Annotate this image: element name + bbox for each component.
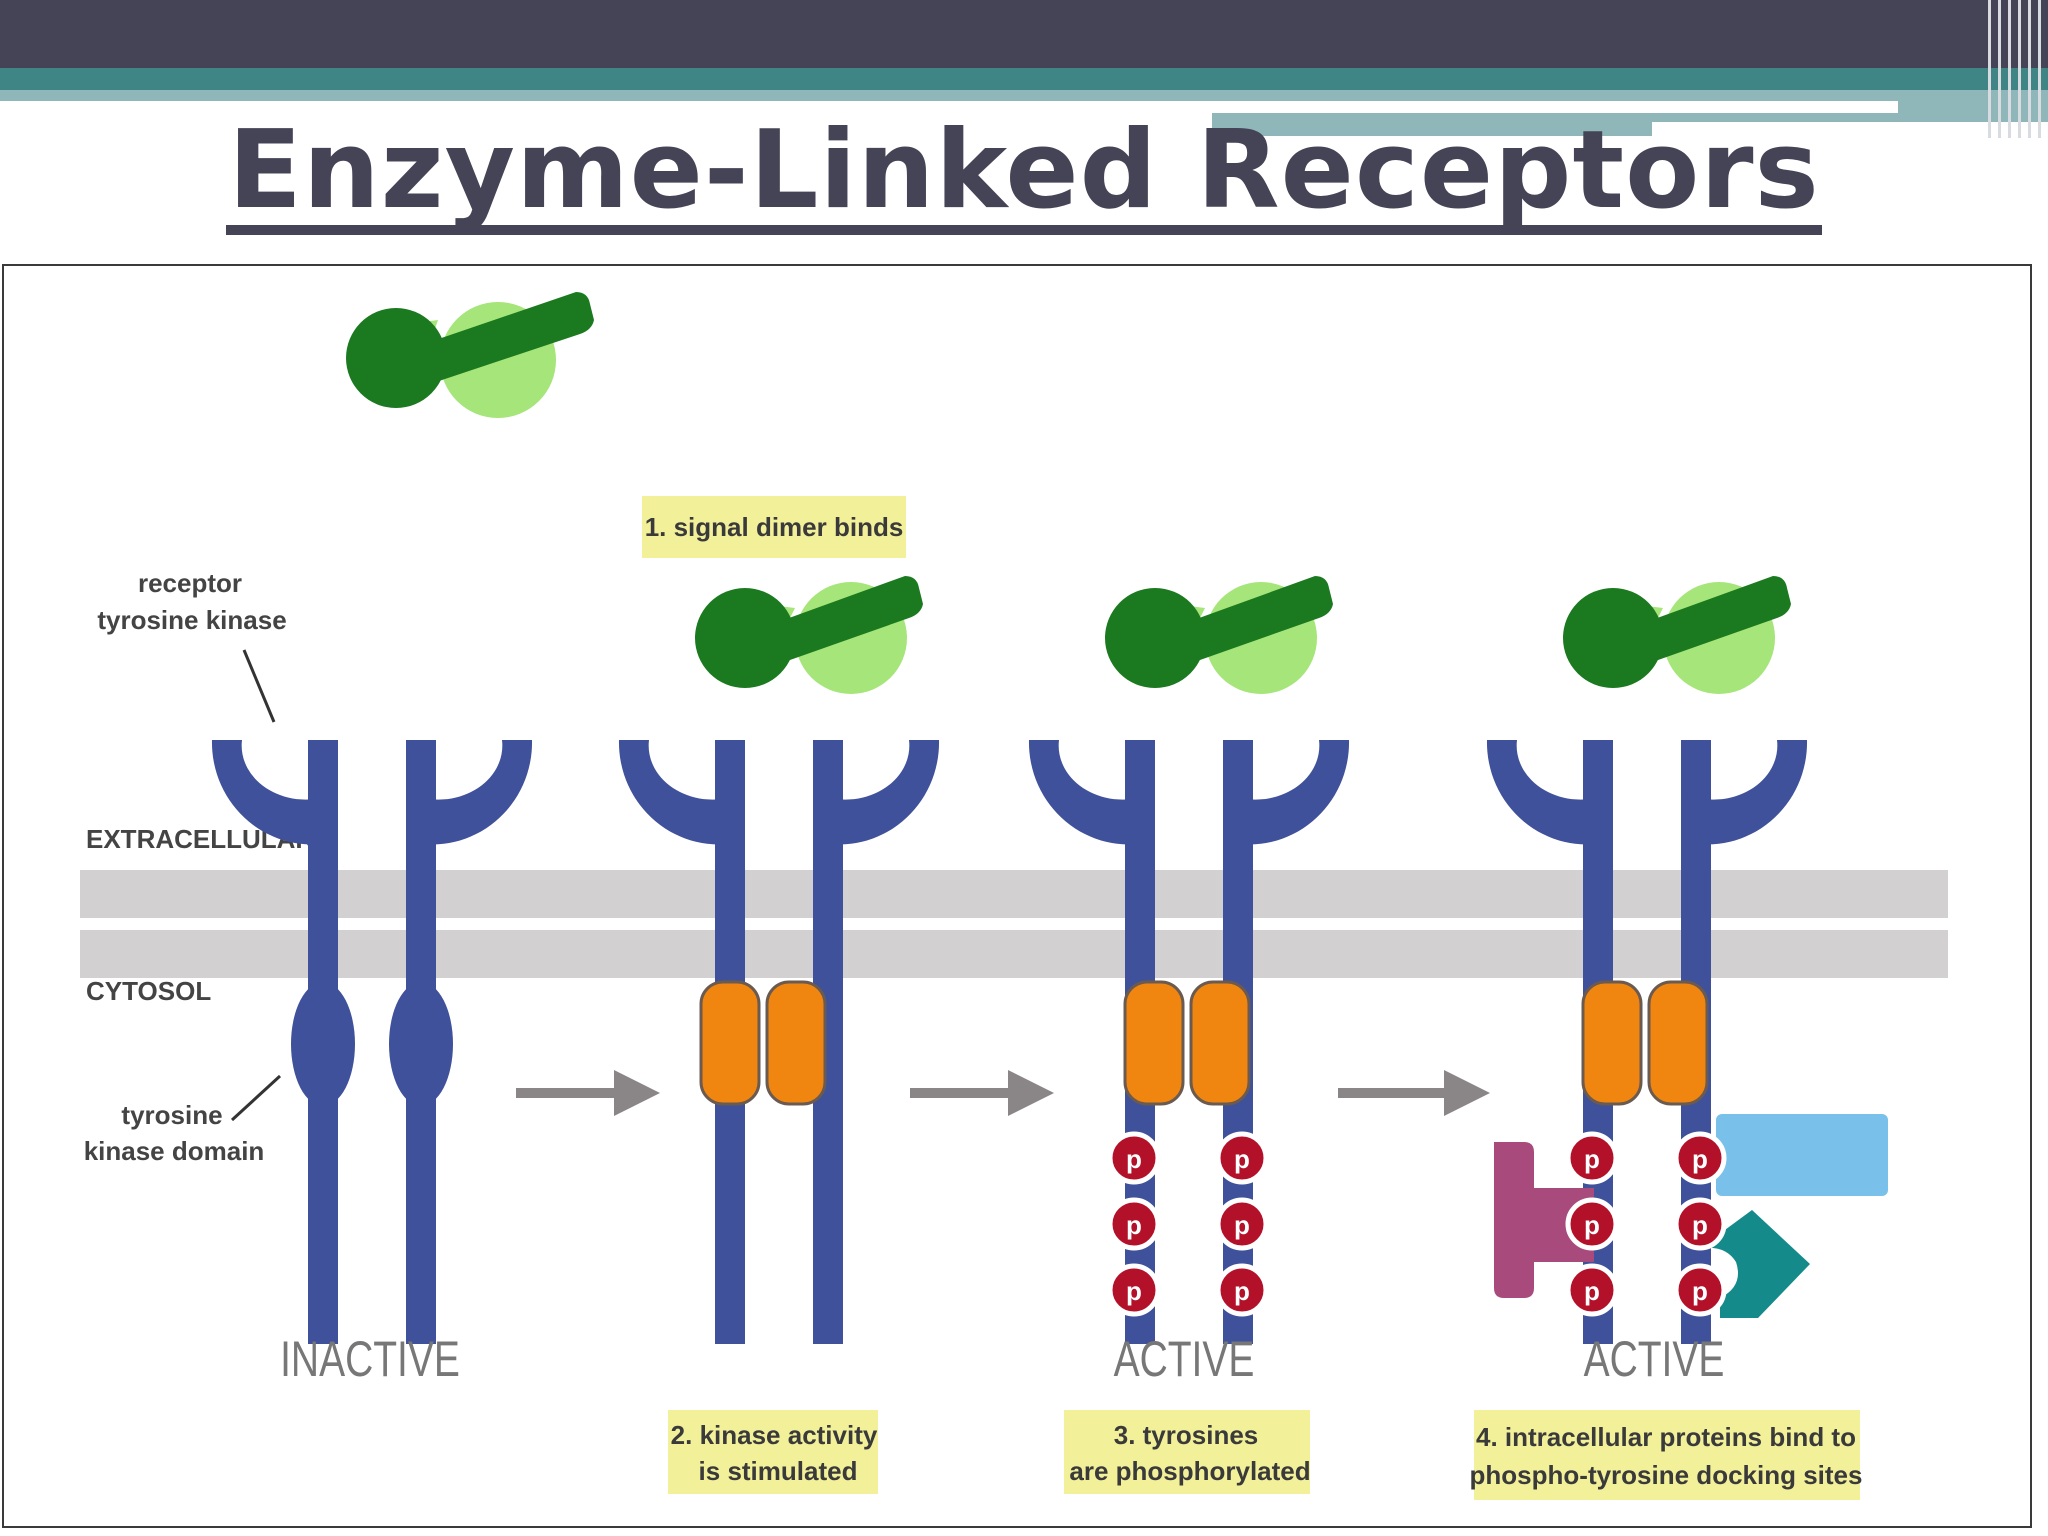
svg-text:are phosphorylated: are phosphorylated <box>1069 1456 1310 1486</box>
phosphate-group: p <box>1107 1131 1161 1185</box>
svg-text:3. tyrosines: 3. tyrosines <box>1114 1420 1259 1450</box>
phosphate-group: p <box>1215 1263 1269 1317</box>
diagram-frame: receptor tyrosine kinase EXTRACELLULAR C… <box>2 264 2032 1528</box>
svg-text:1. signal dimer binds: 1. signal dimer binds <box>645 512 904 542</box>
state-label-active: ACTIVE <box>1584 1330 1725 1387</box>
signal-dimer-free <box>346 292 594 418</box>
step-caption-3: 3. tyrosines are phosphorylated <box>1064 1410 1311 1494</box>
receptor-label: receptor <box>138 568 242 598</box>
receptor-diagram: receptor tyrosine kinase EXTRACELLULAR C… <box>80 292 1948 1500</box>
docking-protein-magenta <box>1494 1142 1594 1298</box>
svg-text:p: p <box>1234 1210 1250 1240</box>
header-accent-stripe <box>0 68 2048 90</box>
kinase-domain-active <box>1581 980 1643 1106</box>
kinase-domain-active <box>699 980 761 1106</box>
receptor-inactive <box>211 740 533 1344</box>
svg-text:4. intracellular proteins bind: 4. intracellular proteins bind to <box>1476 1422 1856 1452</box>
phosphate-group: p <box>1215 1131 1269 1185</box>
membrane-outer-leaflet <box>80 870 1948 918</box>
receptor-stimulated <box>618 576 940 1344</box>
phosphate-group: p <box>1673 1263 1727 1317</box>
header-accent-stripe-light <box>0 90 1212 101</box>
phosphate-group: p <box>1565 1263 1619 1317</box>
svg-text:p: p <box>1126 1210 1142 1240</box>
kinase-domain-active <box>1647 980 1709 1106</box>
svg-text:p: p <box>1692 1210 1708 1240</box>
page-title-text: Enzyme-Linked Receptors <box>226 108 1822 235</box>
kinase-domain-label: kinase domain <box>84 1136 265 1166</box>
phosphate-group: p <box>1215 1197 1269 1251</box>
svg-text:p: p <box>1234 1276 1250 1306</box>
svg-text:p: p <box>1126 1144 1142 1174</box>
svg-text:p: p <box>1692 1276 1708 1306</box>
phosphate-group: p <box>1565 1197 1619 1251</box>
kinase-domain-active <box>1123 980 1185 1106</box>
docking-protein-teal <box>1704 1210 1810 1318</box>
step-caption-1: 1. signal dimer binds <box>642 496 906 558</box>
svg-text:phospho-tyrosine docking sites: phospho-tyrosine docking sites <box>1470 1460 1863 1490</box>
phosphate-group: p <box>1565 1131 1619 1185</box>
svg-text:2. kinase activity: 2. kinase activity <box>671 1420 878 1450</box>
kinase-domain <box>291 982 355 1106</box>
step-caption-2: 2. kinase activity is stimulated <box>668 1410 878 1494</box>
receptor-pointer-line <box>242 649 276 723</box>
page-title: Enzyme-Linked Receptors <box>0 108 2048 235</box>
kinase-domain-active <box>765 980 827 1106</box>
receptor-phosphorylated <box>1028 576 1350 1344</box>
arrow-step <box>910 1070 1054 1116</box>
kinase-pointer-line <box>230 1074 282 1122</box>
kinase-domain-label: tyrosine <box>121 1100 222 1130</box>
kinase-domain-active <box>1189 980 1251 1106</box>
phosphate-group: p <box>1673 1197 1727 1251</box>
receptor-docking <box>1486 576 1808 1344</box>
header-bar <box>0 0 2048 68</box>
header-accent-gap <box>1212 101 1898 113</box>
svg-text:p: p <box>1234 1144 1250 1174</box>
header-accent-stripe-light <box>1212 122 1652 136</box>
header-corner-stripes <box>1984 0 2048 138</box>
phosphate-group: p <box>1107 1197 1161 1251</box>
arrow-step <box>516 1070 660 1116</box>
cytosol-label: CYTOSOL <box>86 976 211 1006</box>
svg-text:p: p <box>1584 1276 1600 1306</box>
svg-text:p: p <box>1584 1144 1600 1174</box>
state-label-inactive: INACTIVE <box>280 1330 460 1387</box>
phosphate-group: p <box>1107 1263 1161 1317</box>
svg-text:p: p <box>1126 1276 1142 1306</box>
phosphate-group: p <box>1673 1131 1727 1185</box>
arrow-step <box>1338 1070 1490 1116</box>
svg-text:p: p <box>1584 1210 1600 1240</box>
svg-text:is stimulated: is stimulated <box>699 1456 858 1486</box>
svg-text:p: p <box>1692 1144 1708 1174</box>
step-caption-4: 4. intracellular proteins bind to phosph… <box>1470 1410 1863 1500</box>
docking-protein-blue <box>1716 1114 1888 1196</box>
membrane-inner-leaflet <box>80 930 1948 978</box>
kinase-domain <box>389 982 453 1106</box>
state-label-active: ACTIVE <box>1114 1330 1255 1387</box>
receptor-label: tyrosine kinase <box>97 605 286 635</box>
